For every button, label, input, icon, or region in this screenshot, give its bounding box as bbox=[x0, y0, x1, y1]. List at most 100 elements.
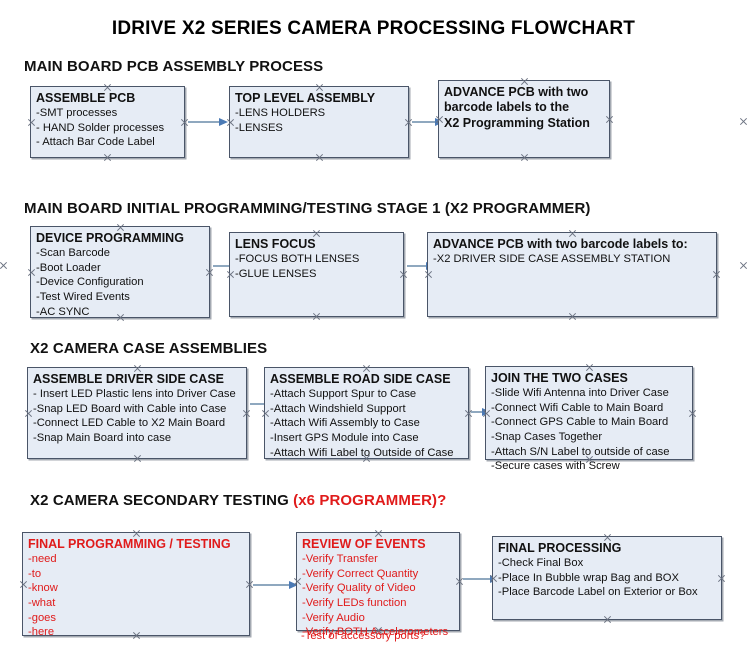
list-item: -Connect LED Cable to X2 Main Board bbox=[33, 417, 226, 430]
box-item-list: -X2 DRIVER SIDE CASE ASSEMBLY STATION bbox=[433, 252, 716, 267]
box-assemble-road-side-case[interactable]: ASSEMBLE ROAD SIDE CASE -Attach Support … bbox=[264, 367, 469, 459]
box-item-list: -SMT processes - HAND Solder processes -… bbox=[36, 106, 184, 150]
box-title: ASSEMBLE PCB bbox=[36, 91, 136, 105]
list-item: -Attach Support Spur to Case bbox=[270, 388, 417, 401]
list-item: -Verify BOTH Accelerometers bbox=[302, 626, 449, 639]
box-title-line2: barcode labels to the bbox=[444, 100, 570, 115]
connector-assemble-pcb-to-top-level-assembly[interactable] bbox=[188, 117, 228, 126]
box-title: ADVANCE PCB with two bbox=[444, 85, 589, 99]
list-item: -AC SYNC bbox=[36, 305, 90, 318]
box-title: ASSEMBLE ROAD SIDE CASE bbox=[270, 372, 451, 386]
box-title-line3: X2 Programming Station bbox=[444, 115, 590, 130]
list-item: -Attach Wifi Assembly to Case bbox=[270, 417, 420, 430]
box-final-programming-testing[interactable]: FINAL PROGRAMMING / TESTING -need -to -k… bbox=[22, 532, 250, 639]
list-item: -Connect Wifi Cable to Main Board bbox=[491, 401, 664, 414]
list-item: -Verify Correct Quantity bbox=[302, 567, 419, 580]
section-heading-text: MAIN BOARD PCB ASSEMBLY PROCESS bbox=[24, 58, 324, 75]
section-heading-annotation: (x6 PROGRAMMER)? bbox=[293, 492, 447, 509]
list-item: -Snap Main Board into case bbox=[33, 431, 172, 444]
list-item: -Scan Barcode bbox=[36, 247, 111, 260]
box-lens-focus[interactable]: LENS FOCUS -FOCUS BOTH LENSES -GLUE LENS… bbox=[229, 232, 404, 317]
box-item-list: -need -to -know -what -goes -here bbox=[28, 552, 249, 639]
box-title: ADVANCE PCB with two barcode labels to: bbox=[433, 237, 688, 251]
box-join-the-two-cases[interactable]: JOIN THE TWO CASES -Slide Wifi Antenna i… bbox=[485, 366, 693, 472]
section-heading-x2-camera-secondary-testing: X2 CAMERA SECONDARY TESTING (x6 PROGRAMM… bbox=[30, 492, 446, 509]
section-heading-x2-camera-case-assemblies: X2 CAMERA CASE ASSEMBLIES bbox=[30, 340, 267, 357]
shape-handle-bottom[interactable] bbox=[312, 312, 321, 321]
shape-handle-bottom[interactable] bbox=[568, 312, 577, 321]
list-item: -LENS HOLDERS bbox=[235, 107, 326, 120]
box-title: FINAL PROCESSING bbox=[498, 541, 622, 555]
box-review-of-events[interactable]: REVIEW OF EVENTS -Verify Transfer -Verif… bbox=[296, 532, 460, 638]
list-item: -Attach S/N Label to outside of case bbox=[491, 445, 670, 458]
list-item: -Place In Bubble wrap Bag and BOX bbox=[498, 571, 679, 584]
list-item: -need bbox=[28, 553, 57, 566]
shape-handle-right[interactable] bbox=[712, 270, 721, 279]
box-item-list: -Attach Support Spur to Case -Attach Win… bbox=[270, 387, 468, 460]
canvas-handle-left-row2[interactable] bbox=[0, 261, 8, 270]
box-title: DEVICE PROGRAMMING bbox=[36, 231, 184, 245]
list-item: -Test Wired Events bbox=[36, 290, 130, 303]
list-item: -Verify Quality of Video bbox=[302, 582, 416, 595]
list-item: -Snap LED Board with Cable into Case bbox=[33, 402, 227, 415]
list-item: -to bbox=[28, 567, 42, 580]
list-item: -Verify Transfer bbox=[302, 553, 378, 566]
box-title: FINAL PROGRAMMING / TESTING bbox=[28, 537, 231, 551]
section-heading-text: X2 CAMERA SECONDARY TESTING bbox=[30, 492, 294, 509]
list-item: -Snap Cases Together bbox=[491, 430, 603, 443]
list-item: -SMT processes bbox=[36, 107, 118, 120]
list-item: -Attach Wifi Label to Outside of Case bbox=[270, 446, 454, 459]
section-heading-text: X2 CAMERA CASE ASSEMBLIES bbox=[30, 340, 268, 357]
canvas-handle-right-row1[interactable] bbox=[739, 117, 747, 126]
list-item: -X2 DRIVER SIDE CASE ASSEMBLY STATION bbox=[433, 253, 671, 266]
box-item-list: -LENS HOLDERS -LENSES bbox=[235, 106, 408, 135]
list-item: -GLUE LENSES bbox=[235, 267, 317, 280]
box-title: JOIN THE TWO CASES bbox=[491, 371, 628, 385]
list-item: -here bbox=[28, 626, 55, 639]
box-item-list: -Slide Wifi Antenna into Driver Case -Co… bbox=[491, 386, 692, 473]
list-item: -Attach Windshield Support bbox=[270, 402, 406, 415]
box-item-list: - Insert LED Plastic lens into Driver Ca… bbox=[33, 387, 246, 445]
box-advance-pcb-driver-side-case[interactable]: ADVANCE PCB with two barcode labels to: … bbox=[427, 232, 717, 317]
list-item: -Place Barcode Label on Exterior or Box bbox=[498, 586, 698, 599]
connector-final-programming-to-review-of-events[interactable] bbox=[253, 580, 298, 589]
box-device-programming[interactable]: DEVICE PROGRAMMING -Scan Barcode -Boot L… bbox=[30, 226, 210, 318]
list-item: -Slide Wifi Antenna into Driver Case bbox=[491, 387, 669, 400]
box-title: TOP LEVEL ASSEMBLY bbox=[235, 91, 376, 105]
list-item: -what bbox=[28, 596, 56, 609]
shape-handle-bottom[interactable] bbox=[315, 153, 324, 162]
box-assemble-driver-side-case[interactable]: ASSEMBLE DRIVER SIDE CASE - Insert LED P… bbox=[27, 367, 247, 459]
section-heading-text: MAIN BOARD INITIAL PROGRAMMING/TESTING S… bbox=[24, 200, 591, 217]
box-item-list: -Verify Transfer -Verify Correct Quantit… bbox=[302, 552, 459, 639]
page-title: IDRIVE X2 SERIES CAMERA PROCESSING FLOWC… bbox=[111, 18, 636, 39]
box-item-list: -Check Final Box -Place In Bubble wrap B… bbox=[498, 556, 721, 600]
list-item: - HAND Solder processes bbox=[36, 121, 165, 134]
list-item: -Verify Audio bbox=[302, 611, 365, 624]
box-final-processing[interactable]: FINAL PROCESSING -Check Final Box -Place… bbox=[492, 536, 722, 620]
box-review-of-events-overflow-item: -Test of accessory ports? bbox=[301, 630, 426, 642]
connector-review-of-events-to-final-processing[interactable] bbox=[463, 574, 499, 583]
shape-handle-bottom[interactable] bbox=[603, 615, 612, 624]
shape-handle-bottom[interactable] bbox=[103, 153, 112, 162]
box-advance-pcb-programming-station[interactable]: ADVANCE PCB with two barcode labels to t… bbox=[438, 80, 610, 158]
box-assemble-pcb[interactable]: ASSEMBLE PCB -SMT processes - HAND Solde… bbox=[30, 86, 185, 158]
list-item: -Device Configuration bbox=[36, 276, 144, 289]
list-item: -Connect GPS Cable to Main Board bbox=[491, 416, 669, 429]
box-title: LENS FOCUS bbox=[235, 237, 316, 251]
list-item: - Insert LED Plastic lens into Driver Ca… bbox=[33, 388, 236, 401]
list-item: -Secure cases with Screw bbox=[491, 460, 620, 473]
connector-top-level-assembly-to-advance-pcb[interactable] bbox=[412, 117, 444, 126]
connector-road-side-to-join-cases[interactable] bbox=[471, 407, 491, 416]
shape-handle-left[interactable] bbox=[424, 270, 433, 279]
box-title: ASSEMBLE DRIVER SIDE CASE bbox=[33, 372, 225, 386]
list-item: - Attach Bar Code Label bbox=[36, 136, 155, 149]
list-item: -Boot Loader bbox=[36, 261, 101, 274]
shape-handle-bottom[interactable] bbox=[520, 153, 529, 162]
connector-lens-focus-to-advance-pcb-driver-side[interactable] bbox=[407, 261, 435, 270]
box-top-level-assembly[interactable]: TOP LEVEL ASSEMBLY -LENS HOLDERS -LENSES bbox=[229, 86, 409, 158]
list-item: -LENSES bbox=[235, 121, 283, 134]
shape-handle-bottom[interactable] bbox=[133, 454, 142, 463]
list-item: -goes bbox=[28, 611, 56, 624]
canvas-handle-right-row2[interactable] bbox=[739, 261, 747, 270]
